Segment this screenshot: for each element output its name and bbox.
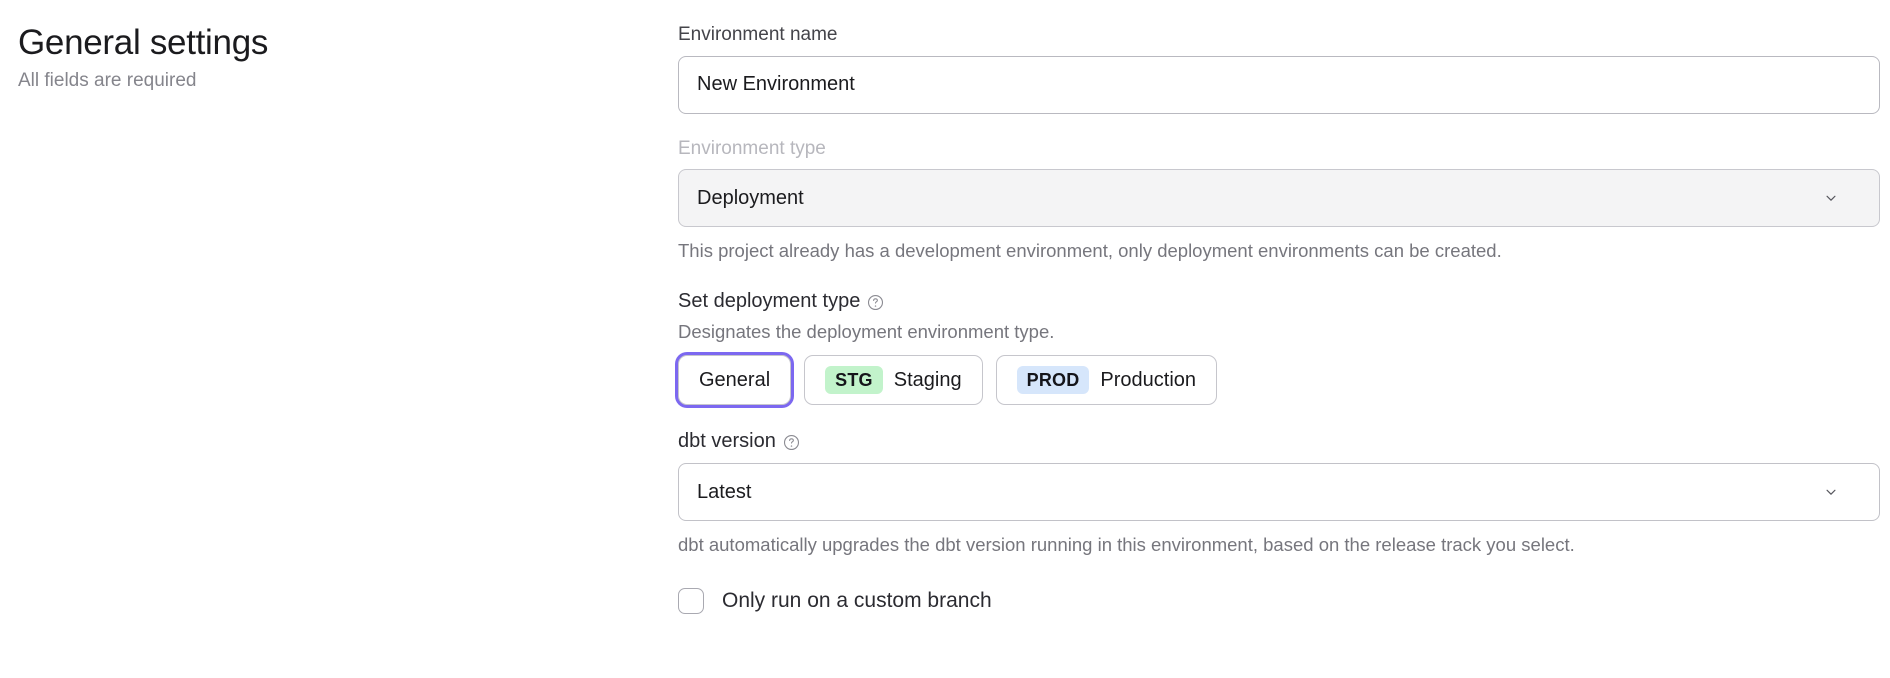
environment-type-select[interactable]: Deployment [678, 169, 1880, 228]
settings-header: General settings All fields are required [18, 22, 618, 94]
page-title: General settings [18, 23, 269, 62]
environment-type-value: Deployment [697, 186, 804, 209]
custom-branch-label[interactable]: Only run on a custom branch [722, 589, 992, 613]
dbt-version-select-wrap: Latest [678, 463, 1880, 522]
deployment-type-label: Set deployment type [678, 290, 861, 313]
environment-name-input[interactable] [678, 55, 1880, 114]
deployment-type-option-production-label: Production [1100, 368, 1197, 391]
staging-badge: STG [825, 366, 883, 395]
page-subtitle: All fields are required [18, 70, 197, 92]
deployment-type-description: Designates the deployment environment ty… [678, 321, 1055, 343]
environment-type-group: Environment type Deployment This project… [678, 136, 1880, 265]
dbt-version-select[interactable]: Latest [678, 463, 1880, 522]
production-badge: PROD [1016, 366, 1090, 395]
deployment-type-option-general[interactable]: General [678, 355, 792, 406]
deployment-type-option-staging-label: Staging [893, 368, 962, 391]
custom-branch-checkbox[interactable] [678, 588, 704, 615]
environment-name-label: Environment name [678, 24, 838, 45]
question-circle-icon[interactable] [867, 294, 884, 311]
dbt-version-group: dbt version Latest [678, 430, 1880, 558]
dbt-version-heading: dbt version [678, 430, 1880, 453]
dbt-version-label: dbt version [678, 430, 776, 453]
environment-type-label: Environment type [678, 137, 826, 159]
dbt-version-value: Latest [697, 480, 752, 503]
deployment-type-option-production[interactable]: PROD Production [995, 355, 1218, 406]
deployment-type-option-general-label: General [699, 368, 771, 391]
settings-form: Environment name Environment type Deploy… [678, 22, 1880, 615]
environment-type-help: This project already has a development e… [678, 240, 1502, 262]
environment-name-group: Environment name [678, 22, 1880, 114]
deployment-type-option-staging[interactable]: STG Staging [804, 355, 983, 406]
deployment-type-group: Set deployment type Designates the deplo… [678, 290, 1880, 406]
custom-branch-row: Only run on a custom branch [678, 588, 1880, 615]
question-circle-icon[interactable] [783, 434, 800, 451]
deployment-type-options: General STG Staging PROD Production [678, 355, 1880, 406]
environment-type-select-wrap: Deployment [678, 169, 1880, 228]
deployment-type-heading: Set deployment type [678, 290, 1880, 313]
dbt-version-help: dbt automatically upgrades the dbt versi… [678, 534, 1575, 556]
